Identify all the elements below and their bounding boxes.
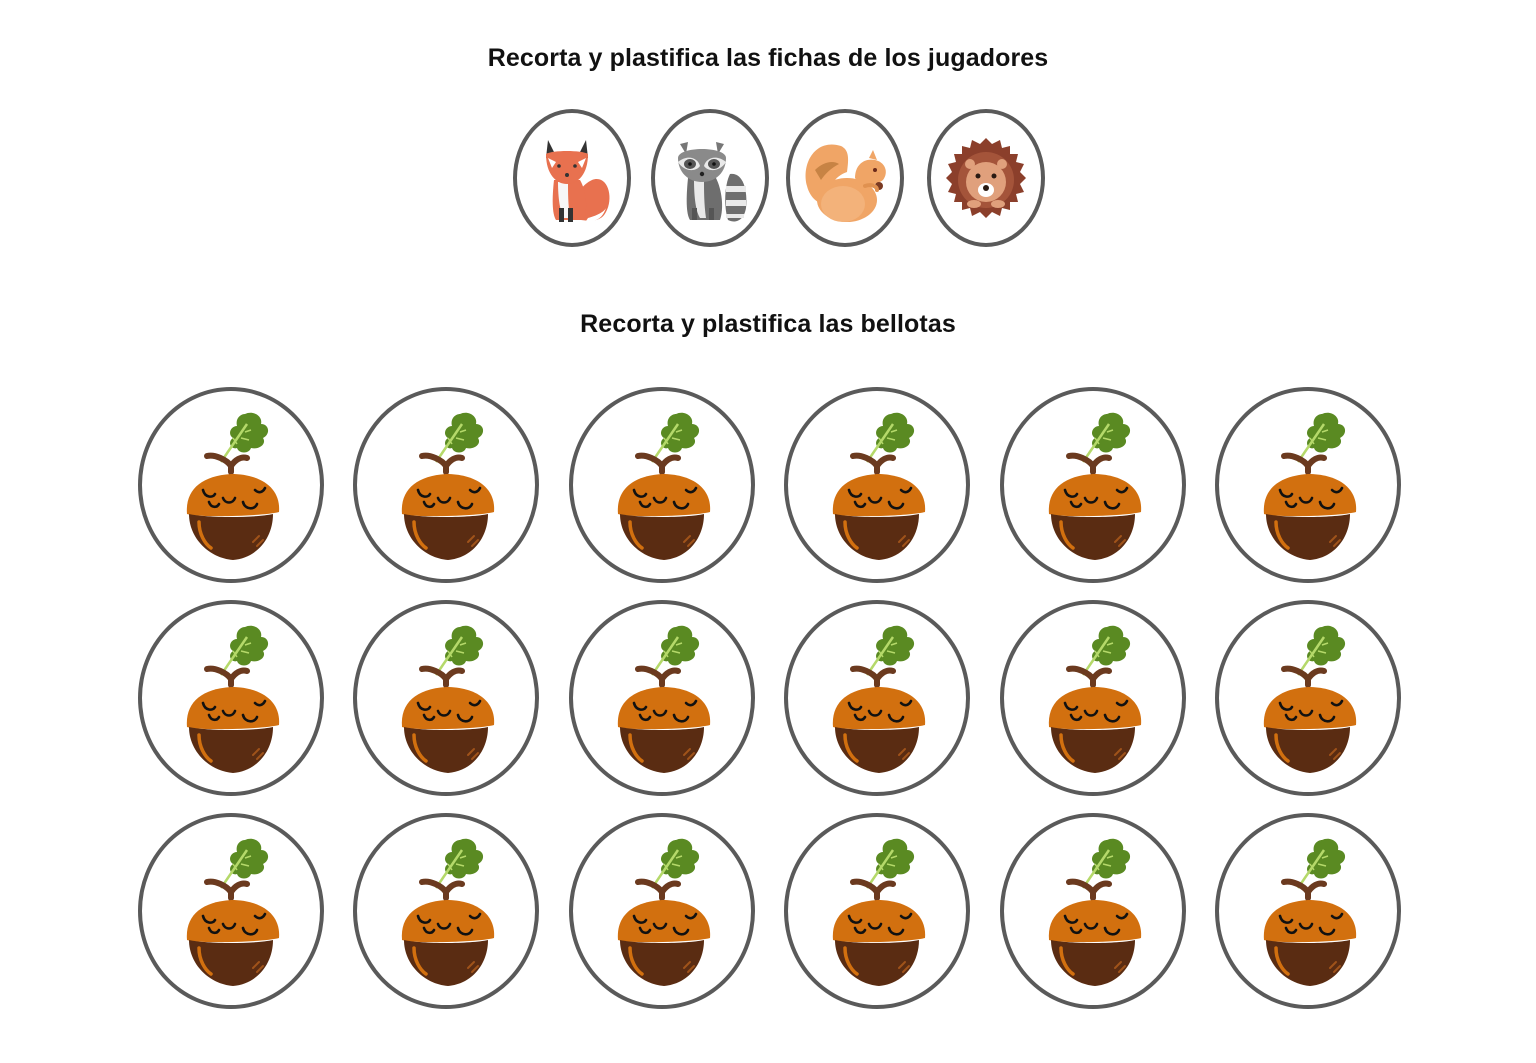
player-token-hedgehog[interactable]: [927, 109, 1045, 247]
player-token-squirrel[interactable]: [786, 109, 904, 247]
acorn-icon: [832, 838, 926, 986]
acorn-token[interactable]: [784, 600, 970, 796]
acorn-token[interactable]: [1215, 813, 1401, 1009]
acorn-icon: [186, 838, 280, 986]
acorn-icon: [832, 412, 926, 560]
acorn-icon: [1263, 838, 1357, 986]
acorn-token[interactable]: [784, 387, 970, 583]
acorn-token[interactable]: [1215, 387, 1401, 583]
acorn-token[interactable]: [1000, 387, 1186, 583]
acorns-section-title: Recorta y plastifica las bellotas: [580, 310, 956, 338]
acorn-icon: [401, 412, 495, 560]
acorn-icon: [1263, 625, 1357, 773]
acorn-icon: [1263, 412, 1357, 560]
acorn-token[interactable]: [138, 387, 324, 583]
acorn-icon: [617, 625, 711, 773]
acorn-icon: [401, 625, 495, 773]
acorn-token[interactable]: [353, 600, 539, 796]
acorn-token[interactable]: [569, 600, 755, 796]
acorn-icon: [186, 625, 280, 773]
acorn-icon: [617, 838, 711, 986]
player-token-raccoon[interactable]: [651, 109, 769, 247]
acorn-token[interactable]: [784, 813, 970, 1009]
acorn-icon: [1048, 625, 1142, 773]
player-token-fox[interactable]: [513, 109, 631, 247]
acorn-icon: [617, 412, 711, 560]
acorn-icon: [401, 838, 495, 986]
squirrel-icon: [805, 144, 886, 222]
acorn-token[interactable]: [1000, 600, 1186, 796]
hedgehog-icon: [946, 138, 1026, 218]
raccoon-icon: [678, 142, 747, 222]
acorn-token[interactable]: [569, 813, 755, 1009]
acorn-token[interactable]: [1000, 813, 1186, 1009]
fox-icon: [546, 140, 610, 222]
acorn-icon: [186, 412, 280, 560]
acorn-token[interactable]: [353, 387, 539, 583]
acorn-token[interactable]: [353, 813, 539, 1009]
acorn-token[interactable]: [569, 387, 755, 583]
acorn-token[interactable]: [138, 813, 324, 1009]
acorn-token[interactable]: [1215, 600, 1401, 796]
acorn-icon: [832, 625, 926, 773]
players-section-title: Recorta y plastifica las fichas de los j…: [487, 44, 1049, 72]
acorn-token[interactable]: [138, 600, 324, 796]
acorn-icon: [1048, 412, 1142, 560]
acorn-icon: [1048, 838, 1142, 986]
